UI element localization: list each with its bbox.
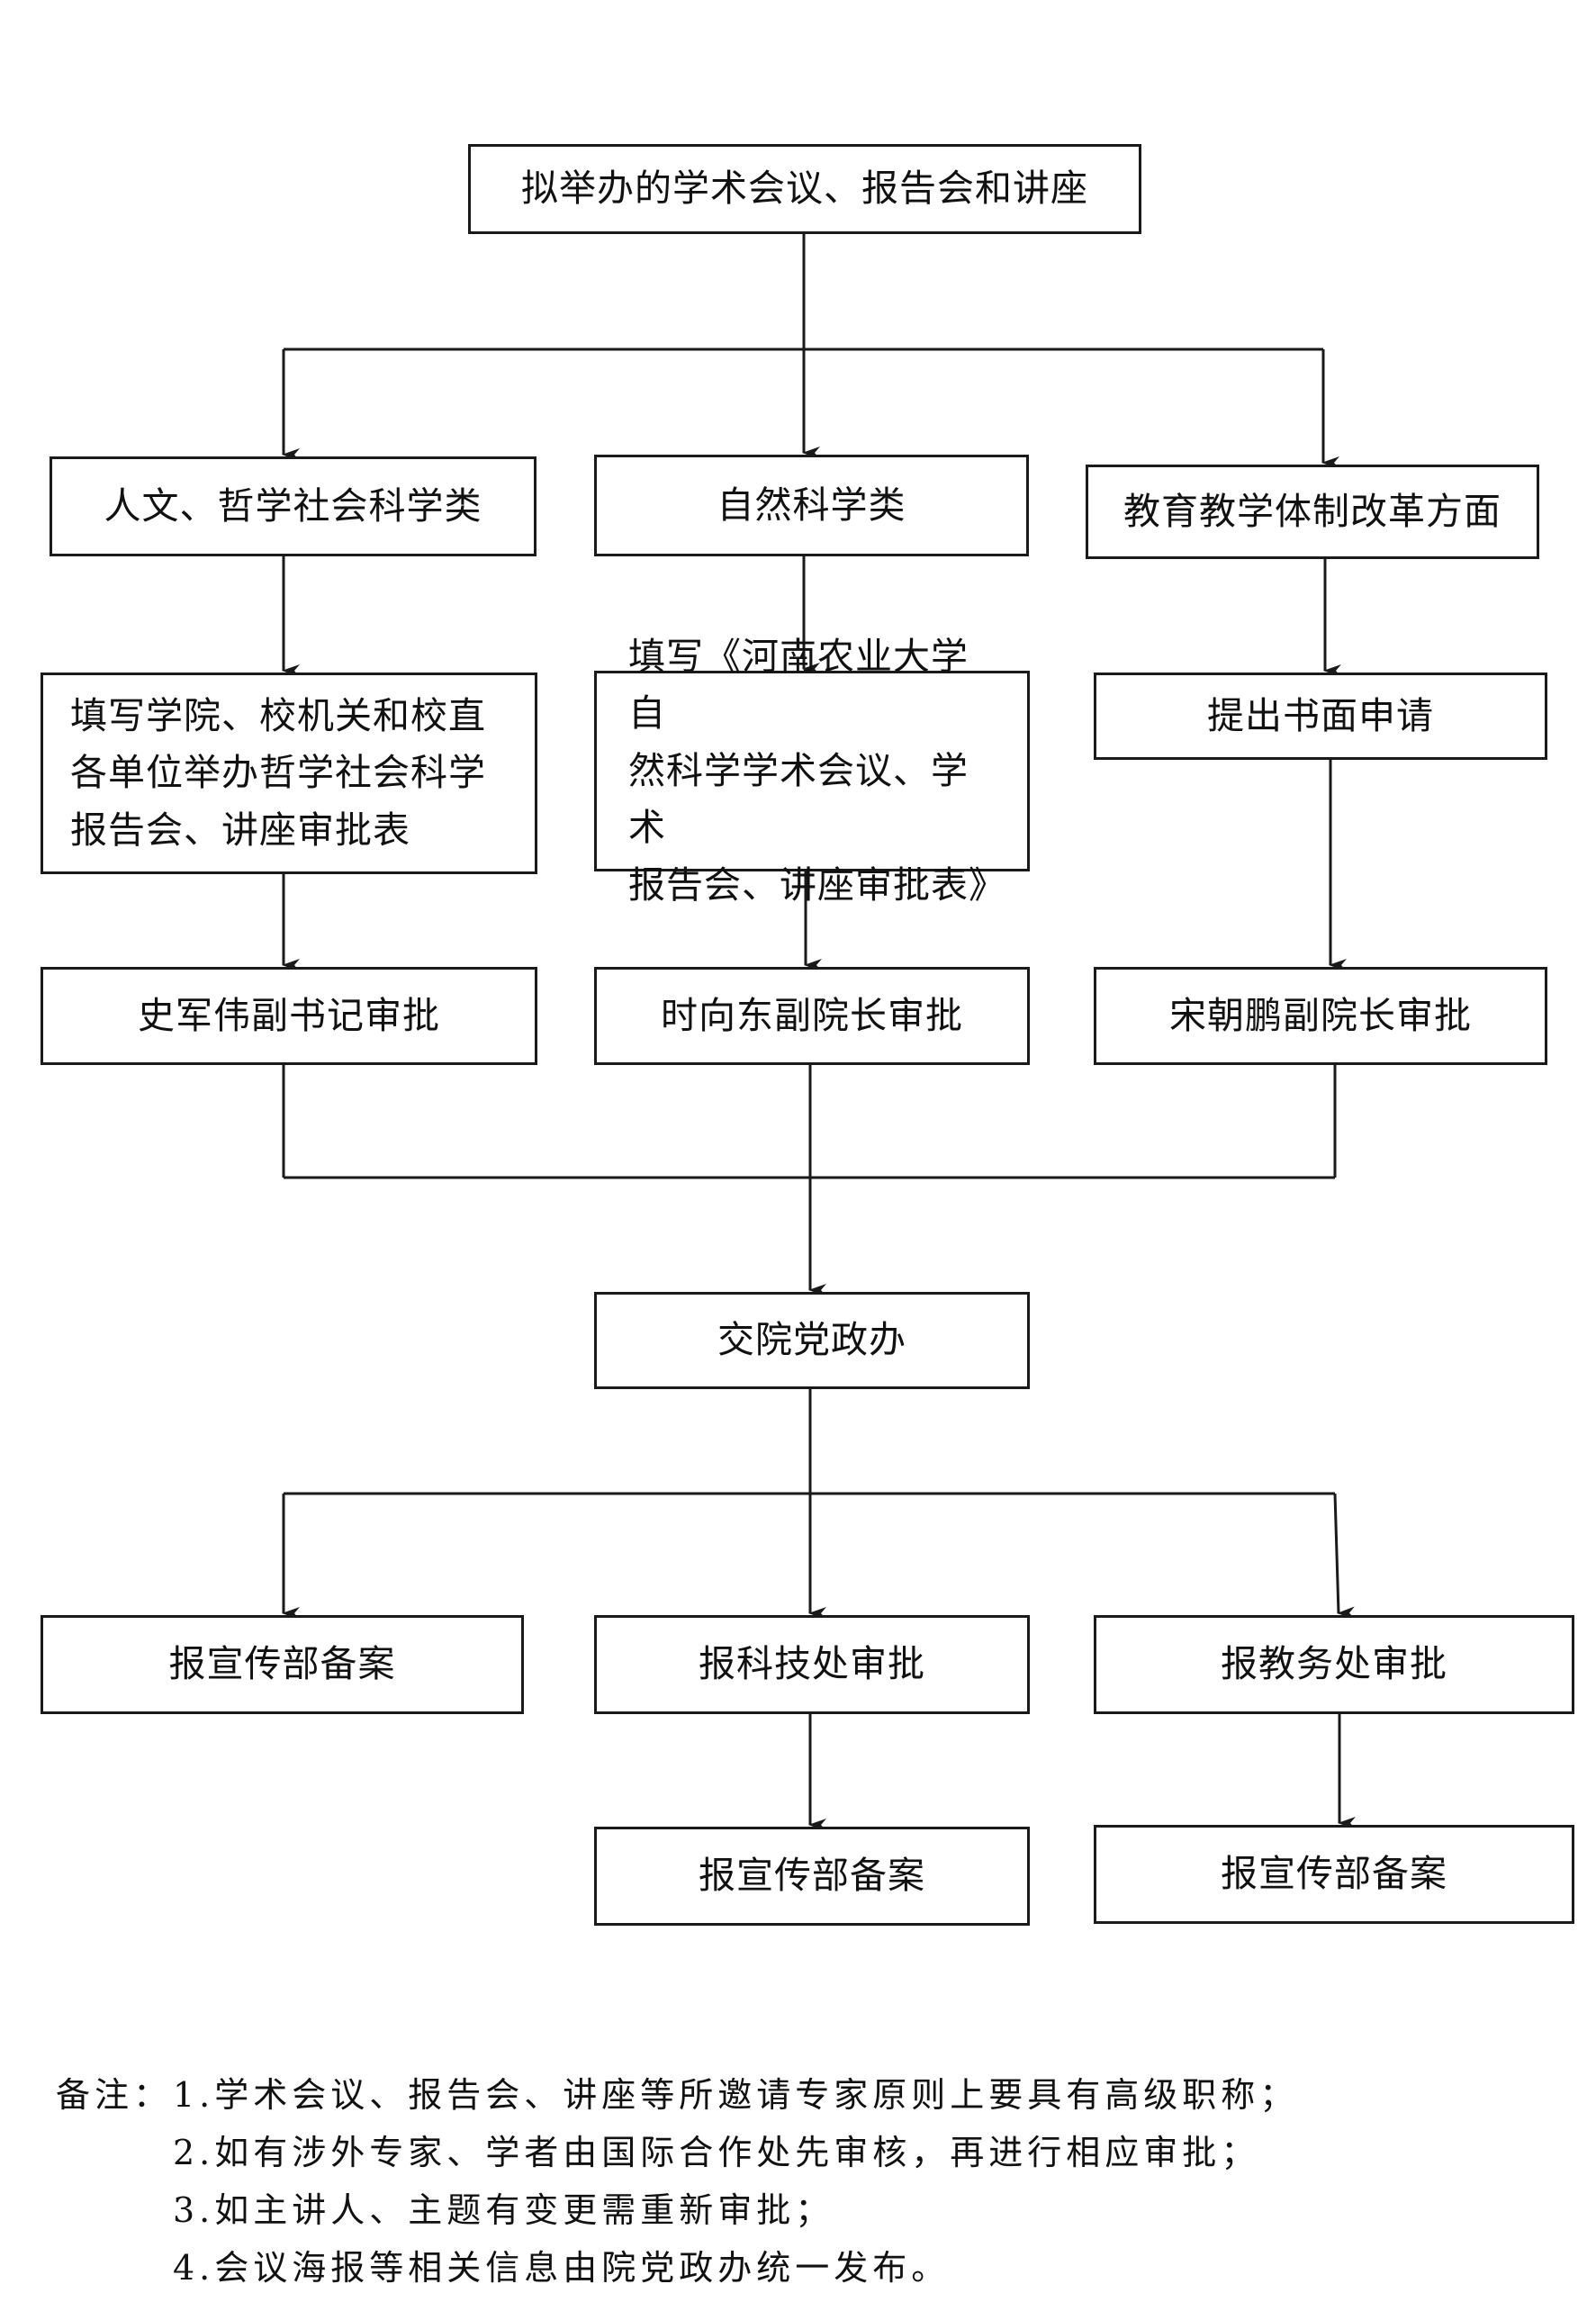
fill-science-line-2: 然科学学术会议、学术 xyxy=(628,748,969,850)
node-written-application: 提出书面申请 xyxy=(1094,673,1547,760)
node-cat-education: 教育教学体制改革方面 xyxy=(1086,465,1539,559)
node-report-sci-tech: 报科技处审批 xyxy=(594,1615,1030,1714)
note-item-1: 1.学术会议、报告会、讲座等所邀请专家原则上要具有高级职称； xyxy=(173,2075,1299,2115)
fill-humanities-line-2: 各单位举办哲学社会科学 xyxy=(70,751,486,795)
node-approve-song-chaopeng: 宋朝鹏副院长审批 xyxy=(1094,967,1547,1065)
node-approve-shi-junwei: 史军伟副书记审批 xyxy=(41,967,537,1065)
note-item-3: 3.如主讲人、主题有变更需重新审批； xyxy=(173,2190,834,2230)
arrow-to-academic-affairs xyxy=(1333,1493,1356,1620)
node-fill-humanities: 填写学院、校机关和校直 各单位举办哲学社会科学 报告会、讲座审批表 xyxy=(41,673,537,874)
node-cat-humanities: 人文、哲学社会科学类 xyxy=(50,456,537,556)
fill-science-line-1: 填写《河南农业大学自 xyxy=(628,634,969,736)
node-approve-shi-xiangdong: 时向东副院长审批 xyxy=(594,967,1030,1065)
node-fill-science: 填写《河南农业大学自 然科学学术会议、学术 报告会、讲座审批表》 xyxy=(594,635,1030,907)
note-item-2: 2.如有涉外专家、学者由国际合作处先审核，再进行相应审批； xyxy=(173,2133,1260,2172)
node-cat-science: 自然科学类 xyxy=(594,455,1029,556)
node-report-propaganda-mid: 报宣传部备案 xyxy=(594,1827,1030,1926)
note-item-4: 4.会议海报等相关信息由院党政办统一发布。 xyxy=(173,2248,951,2288)
node-report-academic-affairs: 报教务处审批 xyxy=(1094,1615,1574,1714)
node-report-propaganda-left: 报宣传部备案 xyxy=(41,1615,524,1714)
notes-label: 备注： xyxy=(56,2075,173,2115)
node-party-office: 交院党政办 xyxy=(594,1292,1030,1389)
fill-humanities-line-1: 填写学院、校机关和校直 xyxy=(70,693,486,737)
notes: 备注： 1.学术会议、报告会、讲座等所邀请专家原则上要具有高级职称； 2.如有涉… xyxy=(56,2066,1532,2297)
fill-humanities-line-3: 报告会、讲座审批表 xyxy=(70,808,410,852)
node-report-propaganda-right: 报宣传部备案 xyxy=(1094,1825,1574,1924)
fill-science-line-3: 报告会、讲座审批表》 xyxy=(628,862,1006,907)
node-root: 拟举办的学术会议、报告会和讲座 xyxy=(468,144,1141,234)
